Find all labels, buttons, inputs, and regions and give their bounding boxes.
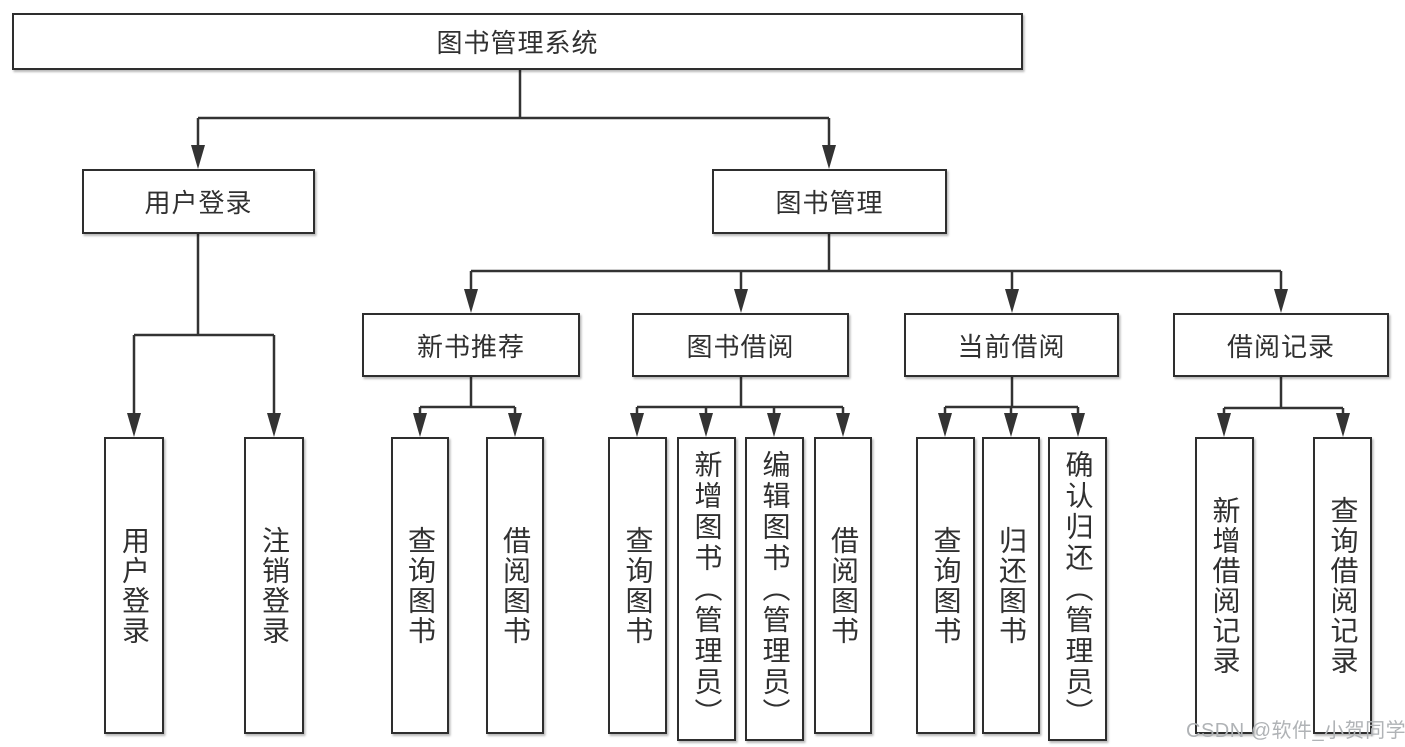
leaf-add-borrow-record: 新增借阅记录 [1195,437,1254,734]
arrowheads [127,145,1350,437]
leaf-edit-book-admin: 编辑图书（管理员） [745,437,804,741]
leaf-query-borrow-record: 查询借阅记录 [1313,437,1372,734]
node-book-borrowing: 图书借阅 [632,313,849,377]
leaf-confirm-return-admin: 确认归还（管理员） [1048,437,1107,741]
leaf-query-books-borrowing: 查询图书 [608,437,667,734]
node-book-management: 图书管理 [712,169,947,234]
node-new-book-recommendation: 新书推荐 [362,313,580,377]
node-current-borrowing: 当前借阅 [904,313,1119,377]
leaf-query-books-recommendation: 查询图书 [391,437,449,734]
node-user-login: 用户登录 [82,169,315,234]
leaf-user-login: 用户登录 [104,437,164,734]
leaf-return-book: 归还图书 [982,437,1040,734]
leaf-logout: 注销登录 [244,437,304,734]
leaf-query-books-current: 查询图书 [916,437,975,734]
watermark-text: CSDN @软件_小贺同学 [1186,720,1405,742]
leaf-borrow-books-recommendation: 借阅图书 [486,437,544,734]
leaf-add-book-admin: 新增图书（管理员） [677,437,736,741]
tree-edges [132,69,1345,418]
node-borrowing-records: 借阅记录 [1173,313,1389,377]
leaf-borrow-books-borrowing: 借阅图书 [814,437,872,734]
node-library-management-system: 图书管理系统 [12,13,1023,70]
